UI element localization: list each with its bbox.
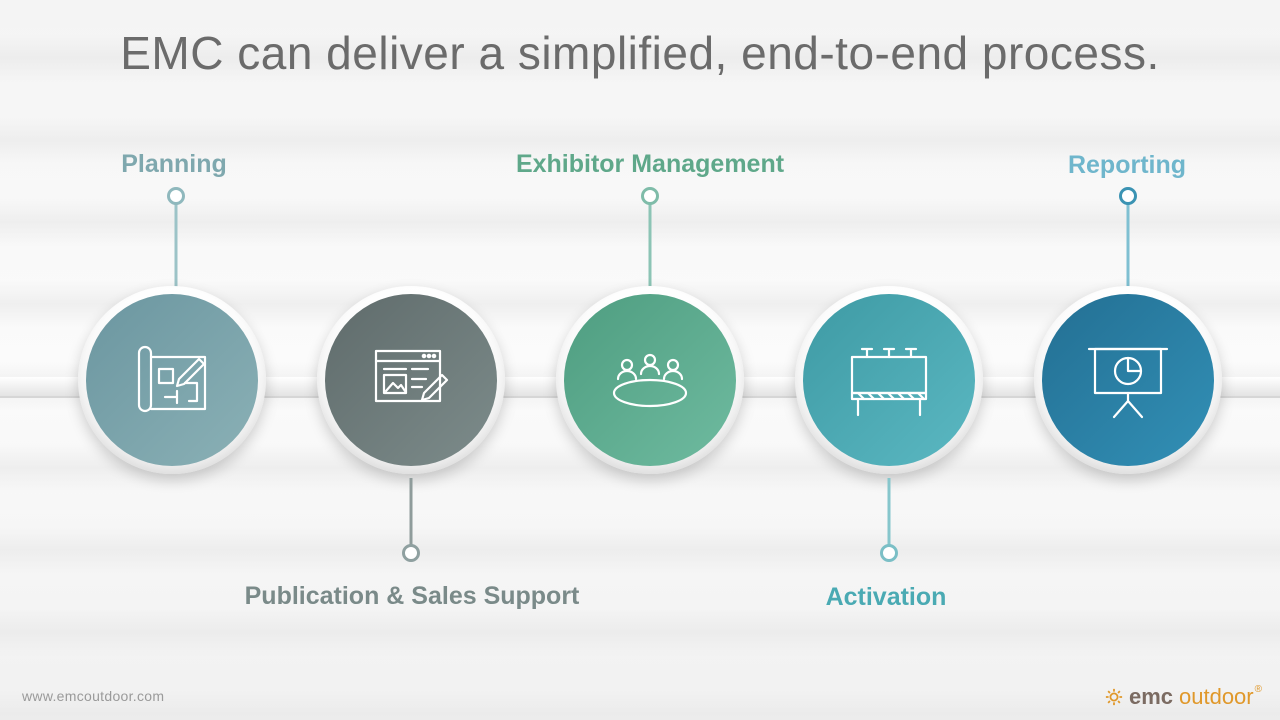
connector-planning bbox=[174, 196, 178, 288]
step-label-publication: Publication & Sales Support bbox=[244, 582, 580, 610]
step-label-planning: Planning bbox=[121, 150, 227, 178]
logo-text-emc: emc bbox=[1128, 684, 1173, 709]
logo-registered-mark: ® bbox=[1254, 684, 1262, 695]
connector-dot-planning bbox=[167, 187, 185, 205]
connector-dot-publication bbox=[402, 544, 420, 562]
step-circle-reporting bbox=[1042, 294, 1214, 466]
step-label-reporting: Reporting bbox=[1067, 151, 1187, 179]
step-label-activation: Activation bbox=[825, 583, 947, 611]
connector-publication bbox=[409, 478, 413, 552]
slide-title: EMC can deliver a simplified, end-to-end… bbox=[120, 27, 1160, 79]
connector-dot-activation bbox=[880, 544, 898, 562]
step-circle-planning bbox=[86, 294, 258, 466]
footer-website[interactable]: www.emcoutdoor.com bbox=[22, 688, 165, 704]
connector-reporting bbox=[1126, 196, 1130, 288]
logo-text-outdoor: outdoor bbox=[1179, 684, 1254, 709]
step-circle-exhibitor bbox=[564, 294, 736, 466]
step-label-exhibitor: Exhibitor Management bbox=[515, 150, 785, 178]
billboard-icon bbox=[850, 347, 928, 417]
web-publication-icon bbox=[374, 349, 449, 403]
connector-exhibitor bbox=[648, 196, 652, 288]
step-circle-publication bbox=[325, 294, 497, 466]
connector-activation bbox=[887, 478, 891, 552]
step-circle-activation bbox=[803, 294, 975, 466]
sun-icon bbox=[1105, 688, 1123, 706]
presentation-chart-icon bbox=[1087, 347, 1169, 419]
meeting-table-icon bbox=[612, 353, 688, 408]
connector-dot-reporting bbox=[1119, 187, 1137, 205]
blueprint-icon bbox=[137, 345, 207, 413]
connector-dot-exhibitor bbox=[641, 187, 659, 205]
